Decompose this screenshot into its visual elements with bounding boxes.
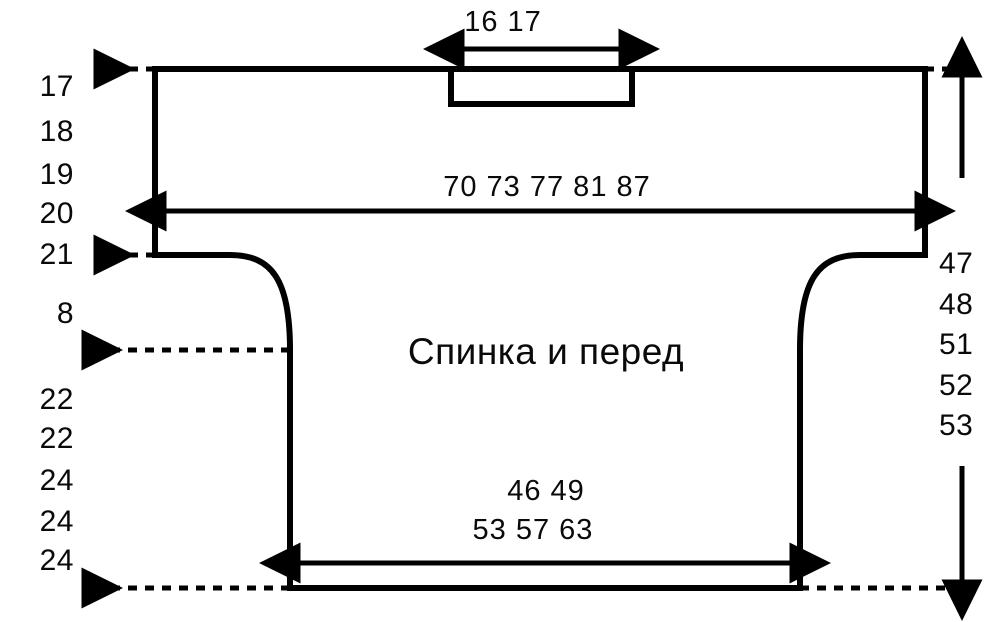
left-label-shoulder-19: 19 — [39, 158, 74, 191]
piece-title: Спинка и перед — [407, 331, 685, 372]
left-label-shoulder-18: 18 — [39, 115, 74, 148]
right-label-body-length-47: 47 — [939, 247, 974, 280]
left-label-length-22b: 22 — [39, 422, 74, 455]
hem-width-label-line1: 46 49 — [507, 475, 585, 507]
right-label-body-length-51: 51 — [939, 328, 974, 361]
chest-width-label: 70 73 77 81 87 — [443, 171, 651, 203]
left-label-shoulder-20: 20 — [39, 197, 74, 230]
left-label-sleeve-depth-8: 8 — [56, 297, 74, 330]
right-label-body-length-48: 48 — [939, 288, 974, 321]
left-label-shoulder-17: 17 — [39, 70, 74, 103]
left-label-length-24c: 24 — [39, 544, 74, 577]
neckline-rect — [448, 66, 635, 107]
left-label-length-24a: 24 — [39, 464, 74, 497]
right-label-body-length-52: 52 — [939, 369, 974, 402]
left-label-length-24b: 24 — [39, 505, 74, 538]
garment-outline-path — [152, 66, 928, 591]
hem-width-label-line2: 53 57 63 — [472, 514, 594, 546]
left-label-length-22a: 22 — [39, 383, 74, 416]
neck-width-label: 16 17 — [464, 6, 542, 38]
left-label-shoulder-21: 21 — [39, 238, 74, 271]
right-label-body-length-53: 53 — [939, 409, 974, 442]
